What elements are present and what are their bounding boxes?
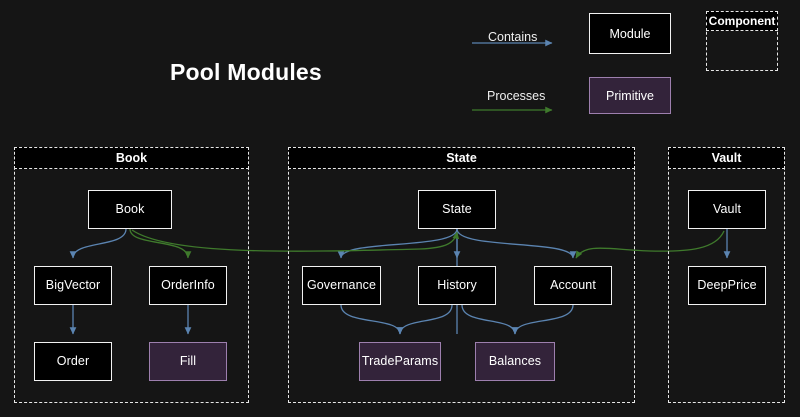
node-governance[interactable]: Governance	[302, 266, 381, 305]
node-account[interactable]: Account	[534, 266, 612, 305]
edge-state-account	[456, 228, 577, 259]
node-deepprice[interactable]: DeepPrice	[688, 266, 766, 305]
section-book-header: Book	[14, 147, 249, 169]
section-state-header: State	[288, 147, 635, 169]
edge-book-orderinfo	[129, 228, 192, 259]
page-title: Pool Modules	[170, 59, 322, 85]
legend-primitive-box: Primitive	[589, 77, 671, 114]
node-bigvector[interactable]: BigVector	[34, 266, 112, 305]
edge-book-state	[131, 229, 460, 252]
node-order[interactable]: Order	[34, 342, 112, 381]
edge-state-governance	[337, 228, 458, 259]
edge-history-tradeparams	[396, 304, 453, 335]
legend-module-box: Module	[589, 13, 671, 54]
node-book[interactable]: Book	[88, 190, 172, 229]
legend-contains-label: Contains	[488, 30, 538, 44]
node-orderinfo[interactable]: OrderInfo	[149, 266, 227, 305]
edge-vault-account	[575, 230, 725, 259]
node-history[interactable]: History	[418, 266, 496, 305]
section-vault-header: Vault	[668, 147, 785, 169]
node-balances[interactable]: Balances	[475, 342, 555, 381]
legend-processes-label: Processes	[487, 89, 546, 103]
node-tradeparams[interactable]: TradeParams	[359, 342, 441, 381]
edge-account-balances	[511, 304, 574, 335]
edge-book-bigvector	[69, 228, 127, 259]
node-fill[interactable]: Fill	[149, 342, 227, 381]
node-state[interactable]: State	[418, 190, 496, 229]
node-vault[interactable]: Vault	[688, 190, 766, 229]
legend-component-header: Component	[706, 11, 778, 31]
